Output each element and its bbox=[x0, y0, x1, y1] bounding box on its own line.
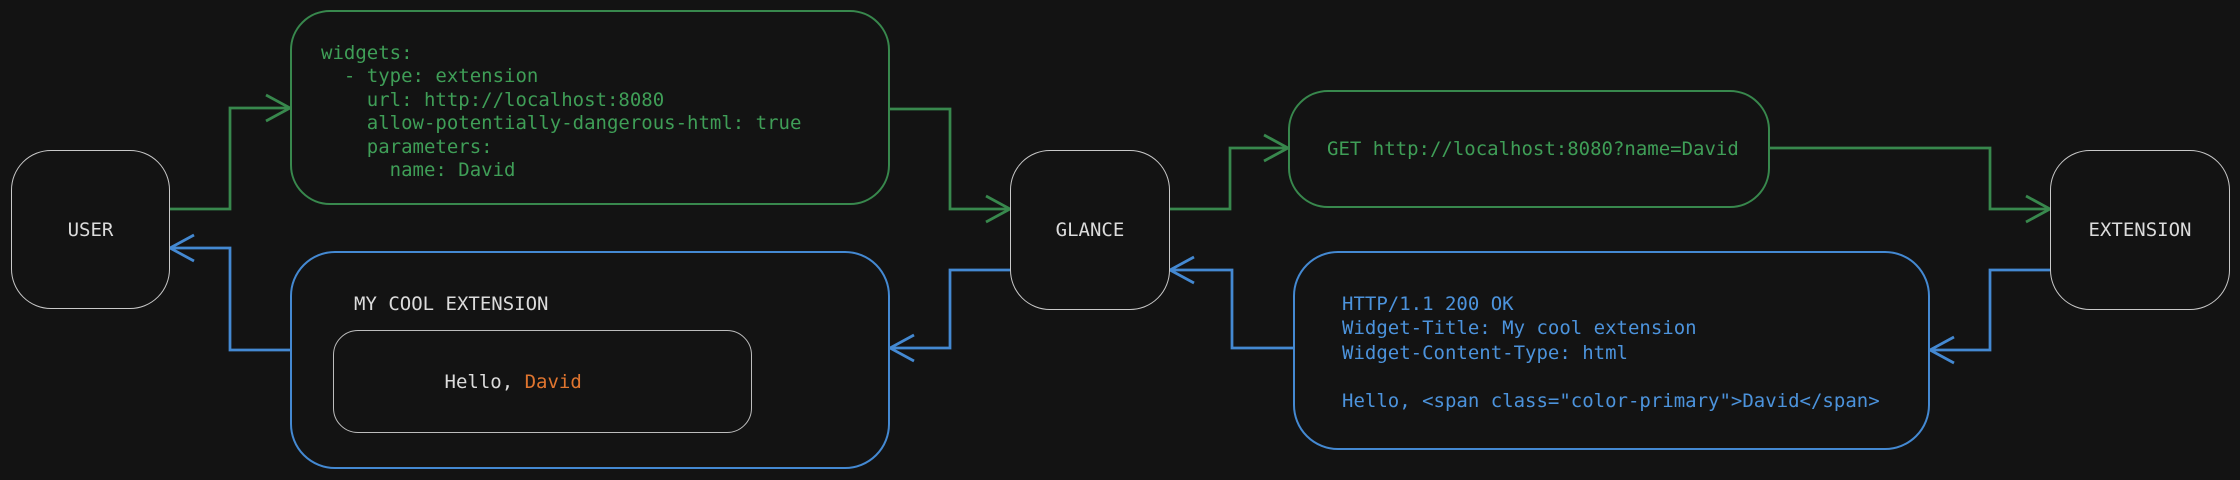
arrowhead-left-icon bbox=[1167, 255, 1195, 285]
widget-greeting: Hello, David bbox=[334, 349, 582, 415]
connector-line bbox=[1770, 146, 2048, 211]
node-extension: EXTENSION bbox=[2050, 150, 2230, 310]
connector-line bbox=[1172, 268, 1293, 350]
request-to-extension-arrow bbox=[1770, 146, 2053, 224]
config-yaml-box: widgets: - type: extension url: http://l… bbox=[290, 10, 890, 205]
glance-to-widget-arrow bbox=[887, 268, 1010, 363]
connector-line bbox=[1932, 268, 2050, 352]
greeting-name: David bbox=[524, 370, 582, 393]
config-yaml-code: widgets: - type: extension url: http://l… bbox=[321, 42, 802, 182]
rendered-widget-box: MY COOL EXTENSION Hello, David bbox=[290, 251, 890, 469]
node-glance: GLANCE bbox=[1010, 150, 1170, 310]
node-user: USER bbox=[11, 150, 170, 309]
extension-to-response-arrow bbox=[1927, 268, 2050, 365]
connector-line bbox=[172, 246, 290, 352]
http-response-box: HTTP/1.1 200 OK Widget-Title: My cool ex… bbox=[1293, 251, 1930, 450]
http-response-code: HTTP/1.1 200 OK Widget-Title: My cool ex… bbox=[1342, 293, 1880, 413]
connector-line bbox=[890, 107, 1008, 211]
connector-line bbox=[892, 268, 1010, 350]
arrowhead-left-icon bbox=[887, 333, 915, 363]
http-request-box: GET http://localhost:8080?name=David bbox=[1288, 90, 1770, 208]
node-glance-label: GLANCE bbox=[1055, 219, 1125, 241]
user-to-config-arrow bbox=[170, 93, 293, 211]
config-to-glance-arrow bbox=[890, 107, 1013, 224]
connector-line bbox=[1170, 146, 1286, 211]
glance-to-request-arrow bbox=[1170, 133, 1291, 211]
http-request-line: GET http://localhost:8080?name=David bbox=[1327, 138, 1739, 160]
arrowhead-left-icon bbox=[167, 233, 195, 263]
node-user-label: USER bbox=[67, 218, 114, 241]
response-to-glance-arrow bbox=[1167, 255, 1293, 350]
widget-greeting-box: Hello, David bbox=[333, 330, 752, 433]
greeting-prefix: Hello, bbox=[444, 370, 525, 393]
node-extension-label: EXTENSION bbox=[2088, 219, 2192, 241]
arrowhead-left-icon bbox=[1927, 335, 1955, 365]
widget-to-user-arrow bbox=[167, 233, 290, 352]
widget-title: MY COOL EXTENSION bbox=[354, 293, 549, 315]
connector-line bbox=[170, 106, 288, 211]
